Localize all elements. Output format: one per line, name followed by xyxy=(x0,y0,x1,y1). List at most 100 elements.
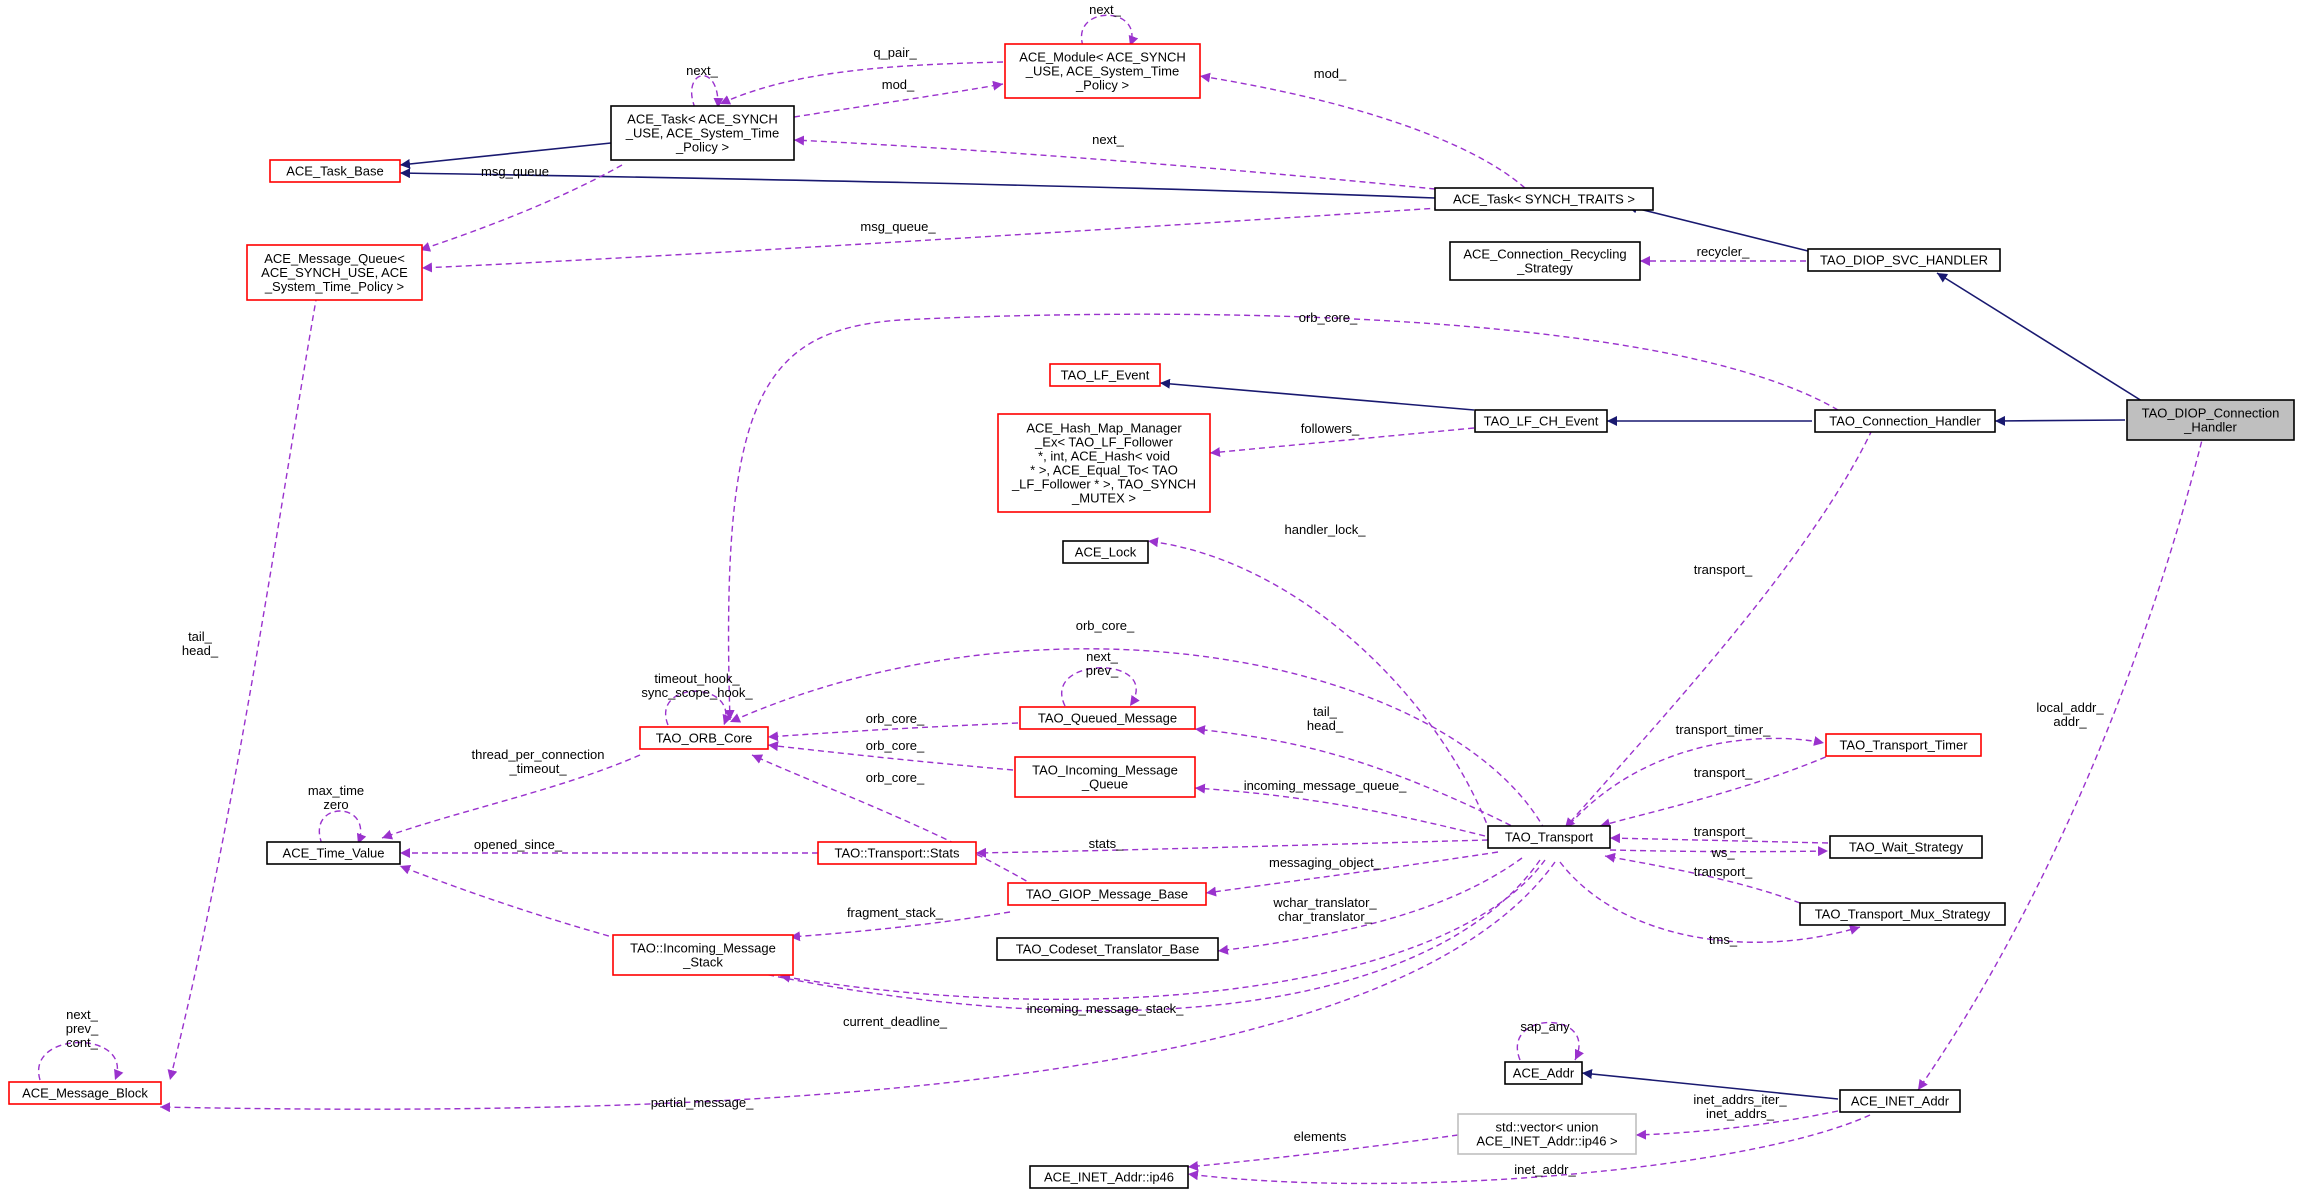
class-node-ace-hash-map-manager[interactable]: ACE_Hash_Map_Manager_Ex< TAO_LF_Follower… xyxy=(997,413,1211,513)
class-node-tao-diop-svc-handler[interactable]: TAO_DIOP_SVC_HANDLER xyxy=(1807,248,2001,272)
class-node-ace-module[interactable]: ACE_Module< ACE_SYNCH_USE, ACE_System_Ti… xyxy=(1004,43,1201,99)
class-node-box xyxy=(1504,1061,1583,1085)
class-node-label: ACE_Hash_Map_Manager xyxy=(1026,421,1182,436)
edge-incoming-message-stack xyxy=(779,859,1546,1001)
class-node-tao-transport-mux-strategy[interactable]: TAO_Transport_Mux_Strategy xyxy=(1799,902,2006,926)
edge-label-next-prev-cont: cont_ xyxy=(66,1035,99,1050)
class-node-box xyxy=(1839,1089,1961,1113)
edge-label-next-prev-cont: next_ xyxy=(66,1007,99,1022)
class-node-ace-task-synch-use[interactable]: ACE_Task< ACE_SYNCH_USE, ACE_System_Time… xyxy=(610,105,795,161)
edge-label-messaging-object: messaging_object_ xyxy=(1269,855,1382,870)
class-node-tao-incoming-message-stack[interactable]: TAO::Incoming_Message_Stack xyxy=(612,934,794,976)
class-node-box xyxy=(1829,835,1983,859)
class-node-ace-time-value[interactable]: ACE_Time_Value xyxy=(266,841,401,865)
edge-label-followers: followers_ xyxy=(1301,421,1360,436)
edge-label-local-addr: addr_ xyxy=(2053,714,2087,729)
class-node-ace-lock[interactable]: ACE_Lock xyxy=(1062,540,1149,564)
edge-label-transport-ch: transport_ xyxy=(1694,562,1753,577)
class-node-ace-inet-addr[interactable]: ACE_INET_Addr xyxy=(1839,1089,1961,1113)
edge-label-char-translator: wchar_translator_ xyxy=(1272,895,1377,910)
edge-transport-from-mux xyxy=(1604,852,1801,904)
edge-label-mod-traits: mod_ xyxy=(1314,66,1347,81)
class-node-ace-inet-addr-ip46[interactable]: ACE_INET_Addr::ip46 xyxy=(1029,1165,1189,1189)
edge-label-thread-per-connection: _timeout_ xyxy=(508,761,567,776)
class-node-label: TAO_Incoming_Message xyxy=(1032,763,1178,778)
edge-tms xyxy=(1559,861,1861,943)
class-node-ace-message-queue[interactable]: ACE_Message_Queue<ACE_SYNCH_USE, ACE_Sys… xyxy=(246,244,423,301)
class-node-label: *, int, ACE_Hash< void xyxy=(1038,449,1170,464)
class-node-box xyxy=(1799,902,2006,926)
class-node-ace-task-synch-traits[interactable]: ACE_Task< SYNCH_TRAITS > xyxy=(1434,187,1654,211)
edge-inet-addrs xyxy=(1635,1110,1839,1140)
class-node-ace-addr[interactable]: ACE_Addr xyxy=(1504,1061,1583,1085)
edge-label-sap-any: sap_any xyxy=(1520,1019,1570,1034)
edge-label-tail-head-block: tail_ xyxy=(188,629,213,644)
class-node-tao-codeset-translator-base[interactable]: TAO_Codeset_Translator_Base xyxy=(996,937,1219,961)
class-node-tao-transport-stats[interactable]: TAO::Transport::Stats xyxy=(817,841,977,865)
class-node-tao-lf-ch-event[interactable]: TAO_LF_CH_Event xyxy=(1474,409,1608,433)
class-node-label: ACE_Lock xyxy=(1075,545,1137,560)
class-node-label: _Handler xyxy=(2183,420,2237,435)
class-node-label: _Strategy xyxy=(1516,261,1573,276)
class-node-box xyxy=(266,841,401,865)
edge-next-module xyxy=(1080,14,1139,47)
edge-ws xyxy=(1609,846,1829,857)
class-node-tao-transport[interactable]: TAO_Transport xyxy=(1487,825,1611,849)
edge-label-max-time-zero: max_time xyxy=(308,783,364,798)
edge-transport-timer xyxy=(1562,736,1825,833)
edge-label-mod-task: mod_ xyxy=(882,77,915,92)
class-node-label: std::vector< union xyxy=(1496,1120,1599,1135)
class-node-label: ACE_Module< ACE_SYNCH xyxy=(1019,50,1186,65)
edge-label-incoming-message-stack: incoming_message_stack_ xyxy=(1027,1001,1185,1016)
class-node-label: ACE_Time_Value xyxy=(283,846,385,861)
class-node-label: TAO_Transport xyxy=(1505,830,1594,845)
class-node-tao-diop-connection-handler[interactable]: TAO_DIOP_Connection_Handler xyxy=(2126,399,2295,441)
class-node-tao-connection-handler[interactable]: TAO_Connection_Handler xyxy=(1814,409,1996,433)
edge-diop-handler-to-svc-handler xyxy=(1936,272,2151,407)
edge-orb-core-self xyxy=(665,690,733,726)
class-node-tao-wait-strategy[interactable]: TAO_Wait_Strategy xyxy=(1829,835,1983,859)
edge-label-thread-per-connection: thread_per_connection xyxy=(472,747,605,762)
edge-label-elements: elements xyxy=(1294,1129,1347,1144)
edge-current-deadline xyxy=(399,859,1541,1012)
class-node-box xyxy=(1814,409,1996,433)
class-node-label: _USE, ACE_System_Time xyxy=(1025,64,1179,79)
edge-orb-core-ch xyxy=(724,313,1839,721)
edge-label-inet-addrs: inet_addrs_ xyxy=(1706,1106,1775,1121)
edge-label-orb-core-self: sync_scope_hook_ xyxy=(641,685,753,700)
edge-label-partial-message: partial_message_ xyxy=(651,1095,754,1110)
edge-label-orb-core-incoming: orb_core_ xyxy=(866,738,925,753)
class-node-label: TAO_GIOP_Message_Base xyxy=(1026,887,1188,902)
class-node-tao-lf-event[interactable]: TAO_LF_Event xyxy=(1049,363,1161,387)
edge-label-orb-core-queued: orb_core_ xyxy=(866,711,925,726)
class-node-label: ACE_Message_Queue< xyxy=(264,251,405,266)
edge-stats xyxy=(975,839,1489,858)
edge-label-next-prev-queued: prev_ xyxy=(1086,663,1119,678)
edge-tail-head-queued xyxy=(1194,725,1521,831)
edge-msg-queue xyxy=(419,164,623,252)
class-node-label: TAO_LF_Event xyxy=(1061,368,1150,383)
class-node-tao-incoming-message-queue[interactable]: TAO_Incoming_Message_Queue xyxy=(1014,756,1196,798)
edge-messaging-object xyxy=(1205,851,1499,897)
edge-next-task xyxy=(690,75,724,109)
edge-label-orb-core-transport: orb_core_ xyxy=(1076,618,1135,633)
class-node-box xyxy=(269,159,401,183)
class-node-ace-task-base[interactable]: ACE_Task_Base xyxy=(269,159,401,183)
class-node-ace-connection-recycling-strategy[interactable]: ACE_Connection_Recycling_Strategy xyxy=(1449,241,1641,281)
edge-label-next-traits: next_ xyxy=(1092,132,1125,147)
edge-followers xyxy=(1209,427,1475,458)
edge-label-ws: ws_ xyxy=(1710,845,1735,860)
class-node-box xyxy=(610,105,795,161)
class-node-tao-orb-core[interactable]: TAO_ORB_Core xyxy=(639,726,769,750)
edge-incoming-message-queue xyxy=(1194,783,1486,837)
class-node-tao-giop-message-base[interactable]: TAO_GIOP_Message_Base xyxy=(1007,882,1207,906)
class-node-label: TAO::Incoming_Message xyxy=(630,941,776,956)
class-node-tao-transport-timer[interactable]: TAO_Transport_Timer xyxy=(1825,733,1982,757)
edge-task-synch-use-to-task-base xyxy=(399,142,612,169)
class-node-box xyxy=(1019,706,1196,730)
class-node-ace-message-block[interactable]: ACE_Message_Block xyxy=(8,1081,162,1105)
class-node-tao-queued-message[interactable]: TAO_Queued_Message xyxy=(1019,706,1196,730)
class-node-box xyxy=(1062,540,1149,564)
class-node-box xyxy=(1474,409,1608,433)
